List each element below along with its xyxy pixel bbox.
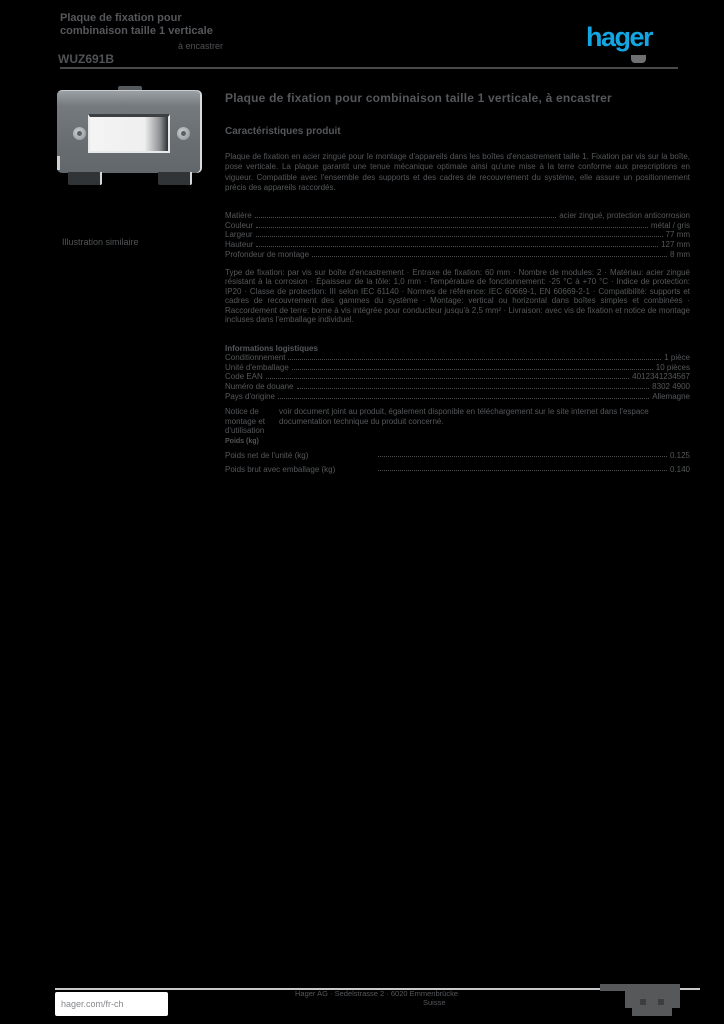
footer-website-link[interactable]: hager.com/fr-ch (61, 999, 124, 1009)
spec-row: Conditionnement 1 pièce (225, 353, 690, 363)
spec-row: Code EAN 4012341234567 (225, 372, 690, 382)
plate-foot-left-icon (68, 172, 102, 185)
leader-line (312, 255, 667, 257)
header-product-title: Plaque de fixation pour combinaison tail… (60, 12, 290, 38)
plate-tab-icon (118, 86, 142, 93)
leader-line (278, 397, 650, 399)
notice-row: Notice de montage et d'utilisation voir … (225, 407, 690, 436)
leader-line (256, 226, 648, 228)
notice-text: voir document joint au produit, égalemen… (279, 407, 649, 426)
footer-stamp-tab-icon (632, 1008, 672, 1016)
notice-label: Notice de montage et d'utilisation (225, 407, 266, 435)
header-title-line2: combinaison taille 1 verticale (60, 25, 213, 37)
weights-list: Poids net de l'unité (kg) 0.125 Poids br… (225, 451, 690, 479)
spec-row: Hauteur 127 mm (225, 240, 690, 250)
section-header: Caractéristiques produit (225, 126, 341, 137)
spec-label: Largeur (225, 230, 253, 240)
spec-label: Hauteur (225, 240, 254, 250)
spec-row: Numéro de douane 8302 4900 (225, 382, 690, 392)
product-image (57, 86, 200, 186)
footer-company-line2: Suisse (423, 998, 446, 1007)
plate-highlight-icon (57, 156, 60, 170)
leader-line (254, 217, 557, 218)
footer-divider (55, 988, 700, 990)
spec-label: Matière (225, 211, 252, 220)
header-reference: WUZ691B (58, 52, 115, 66)
spec-row: Pays d'origine Allemagne (225, 392, 690, 402)
spec-label: Code EAN (225, 372, 263, 382)
weight-row: Poids brut avec emballage (kg) 0.140 (225, 465, 690, 479)
spec-label: Couleur (225, 220, 254, 230)
leader-line (255, 236, 663, 238)
spec-label: Pays d'origine (225, 391, 275, 401)
weights-heading: Poids (kg) (225, 438, 259, 445)
weight-row: Poids net de l'unité (kg) 0.125 (225, 451, 690, 465)
weight-value: 0.125 (669, 451, 690, 460)
leader-line (256, 246, 659, 248)
spec-value: acier zingué, protection anticorrosion (559, 211, 690, 220)
footer-stamp-icon (625, 991, 680, 1008)
spec-list-dimensions: Matière acier zingué, protection anticor… (225, 211, 690, 259)
footer-link-box[interactable]: hager.com/fr-ch (55, 992, 168, 1016)
spec-value: métal / gris (650, 220, 690, 230)
logistics-heading: Informations logistiques (225, 344, 318, 353)
weight-value: 0.140 (669, 465, 690, 474)
spec-value: 10 pièces (655, 362, 690, 372)
leader-line (378, 465, 667, 471)
spec-row: Largeur 77 mm (225, 230, 690, 240)
stamp-dot-icon (658, 999, 664, 1005)
spec-value: 4012341234567 (632, 372, 690, 382)
plate-window-icon (88, 114, 170, 153)
weight-label: Poids net de l'unité (kg) (225, 451, 309, 460)
footer-company-line1: Hager AG · Sedelstrasse 2 · 6020 Emmenbr… (295, 989, 458, 998)
spec-value: 8302 4900 (652, 382, 690, 392)
screw-pin-icon (77, 131, 82, 136)
hager-logo-tail-icon (631, 55, 646, 63)
page-title: Plaque de fixation pour combinaison tail… (225, 91, 612, 105)
screw-right-icon (177, 127, 190, 140)
spec-row: Matière acier zingué, protection anticor… (225, 211, 690, 221)
screw-left-icon (73, 127, 86, 140)
product-description: Plaque de fixation en acier zingué pour … (225, 152, 690, 193)
spec-value: 127 mm (661, 240, 690, 250)
leader-line (291, 368, 653, 370)
leader-line (265, 378, 630, 380)
footer-stamp-top-icon (600, 984, 680, 991)
spec-row: Couleur métal / gris (225, 221, 690, 231)
spec-row: Unité d'emballage 10 pièces (225, 363, 690, 373)
footer-company-info: Hager AG · Sedelstrasse 2 · 6020 Emmenbr… (295, 989, 458, 1007)
leader-line (378, 451, 667, 457)
header-subtitle: à encastrer (178, 41, 224, 51)
spec-list-logistics: Conditionnement 1 pièce Unité d'emballag… (225, 353, 690, 401)
header-title-line1: Plaque de fixation pour (60, 12, 182, 24)
product-image-caption: Illustration similaire (62, 237, 139, 247)
spec-label: Numéro de douane (225, 382, 294, 392)
technical-details-text: Type de fixation: par vis sur boîte d'en… (225, 268, 690, 325)
spec-row: Profondeur de montage 8 mm (225, 250, 690, 260)
spec-label: Profondeur de montage (225, 249, 310, 259)
spec-value: Allemagne (652, 391, 690, 401)
spec-label: Unité d'emballage (225, 362, 289, 372)
leader-line (296, 388, 650, 390)
spec-label: Conditionnement (225, 353, 286, 362)
hager-logo-icon: hager (586, 22, 654, 52)
spec-value: 77 mm (665, 230, 690, 240)
plate-foot-right-icon (158, 172, 192, 185)
spec-value: 8 mm (670, 249, 690, 259)
screw-pin-icon (181, 131, 186, 136)
weight-label: Poids brut avec emballage (kg) (225, 465, 336, 474)
stamp-dot-icon (640, 999, 646, 1005)
header-divider (60, 67, 678, 69)
spec-value: 1 pièce (664, 353, 690, 362)
leader-line (288, 359, 662, 360)
